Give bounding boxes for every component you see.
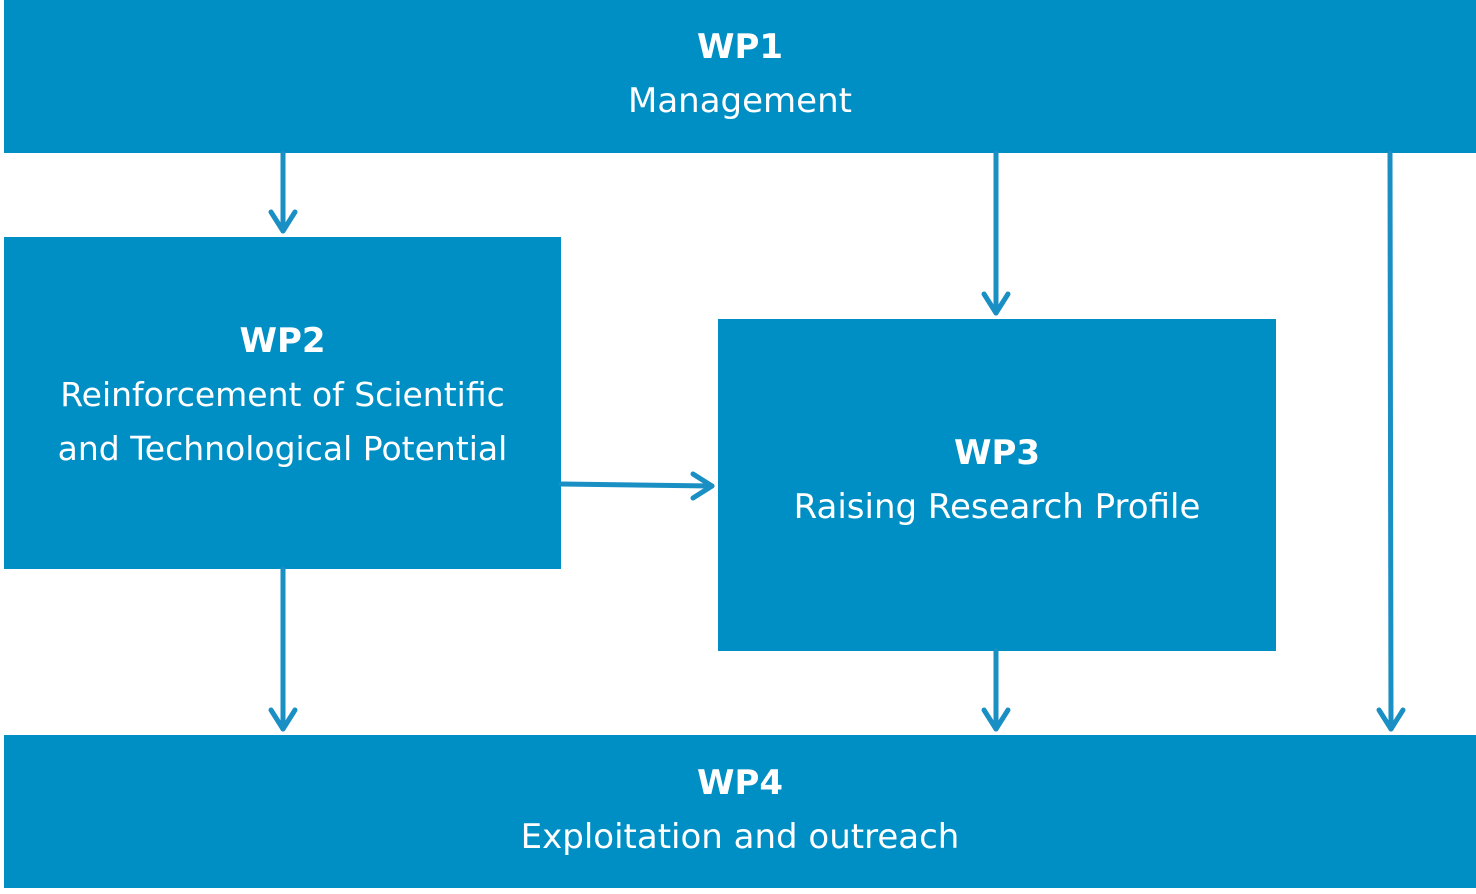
wp2-label: Reinforcement of Scientific and Technolo… xyxy=(57,375,508,468)
arrow-wp1-to-wp3 xyxy=(981,150,1011,316)
wp1-box: WP1 Management xyxy=(4,0,1476,153)
wp4-label: Exploitation and outreach xyxy=(520,816,960,857)
arrow-wp3-to-wp4 xyxy=(981,648,1011,732)
wp2-code: WP2 xyxy=(239,321,326,361)
wp4-code: WP4 xyxy=(696,762,784,803)
wp1-label: Management xyxy=(628,80,852,121)
wp4-box: WP4 Exploitation and outreach xyxy=(4,735,1476,888)
arrow-wp1-to-wp4 xyxy=(1376,150,1406,732)
arrow-wp2-to-wp4 xyxy=(268,566,298,732)
arrow-wp1-to-wp2 xyxy=(268,150,298,234)
arrow-wp2-to-wp3 xyxy=(558,471,715,501)
wp3-box: WP3 Raising Research Profile xyxy=(718,319,1276,651)
wp3-code: WP3 xyxy=(953,433,1041,473)
wp2-box: WP2 Reinforcement of Scientific and Tech… xyxy=(4,237,561,569)
wp1-code: WP1 xyxy=(696,26,784,67)
wp3-label: Raising Research Profile xyxy=(793,487,1201,527)
